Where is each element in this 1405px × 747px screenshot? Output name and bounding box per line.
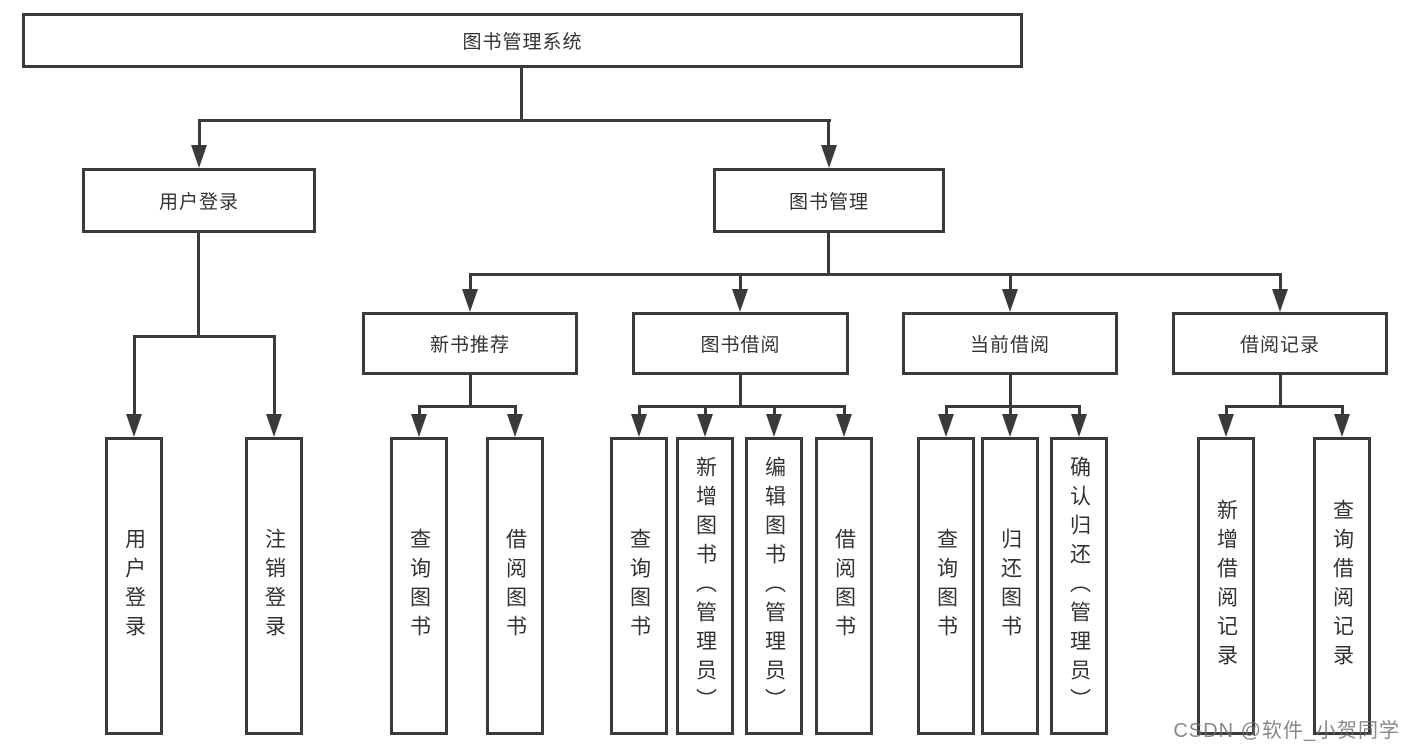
connector-line [197,233,200,335]
leaf-query-books-borrow-label: 查询图书 [627,528,651,644]
arrow-down-icon [126,414,142,437]
arrow-down-icon [266,414,282,437]
node-current-borrow: 当前借阅 [902,312,1118,375]
connector-line [1009,375,1012,405]
connector-line [945,405,1081,408]
leaf-query-books-current-label: 查询图书 [934,528,958,644]
arrow-down-icon [1334,414,1350,437]
node-root-label: 图书管理系统 [462,32,583,53]
connector-line [945,405,948,418]
leaf-user-login: 用户登录 [105,437,163,735]
node-book-management-label: 图书管理 [788,192,869,213]
leaf-return-book: 归还图书 [981,437,1039,735]
arrow-down-icon [507,414,523,437]
connector-line [1078,405,1081,418]
arrow-down-icon [191,145,207,168]
leaf-query-books-recommend: 查询图书 [390,437,448,735]
arrow-down-icon [1002,414,1018,437]
leaf-query-books-recommend-label: 查询图书 [407,528,431,644]
leaf-edit-book-admin: 编辑图书（管理员） [745,437,803,735]
connector-line [1225,405,1228,418]
connector-line [469,273,472,295]
leaf-edit-book-admin-label: 编辑图书（管理员） [762,455,786,717]
arrow-down-icon [697,414,713,437]
connector-line [198,119,831,122]
leaf-user-login-label: 用户登录 [122,528,146,644]
leaf-add-borrow-record: 新增借阅记录 [1197,437,1255,735]
connector-line [1279,273,1282,295]
node-borrow-records: 借阅记录 [1172,312,1388,375]
node-book-borrow: 图书借阅 [632,312,849,375]
arrow-down-icon [732,289,748,312]
connector-line [773,405,776,418]
node-borrow-records-label: 借阅记录 [1239,335,1320,356]
connector-line [520,68,523,119]
connector-line [1009,273,1012,295]
node-new-book-recommend-label: 新书推荐 [429,335,510,356]
leaf-add-borrow-record-label: 新增借阅记录 [1214,499,1238,673]
node-book-management: 图书管理 [713,168,945,233]
connector-line [418,405,517,408]
node-current-borrow-label: 当前借阅 [969,335,1050,356]
node-new-book-recommend: 新书推荐 [362,312,578,375]
connector-line [133,335,276,338]
connector-line [469,375,472,405]
connector-line [469,273,1282,276]
leaf-query-borrow-record-label: 查询借阅记录 [1330,499,1354,673]
leaf-borrow-books-recommend: 借阅图书 [486,437,544,735]
connector-line [704,405,707,418]
leaf-add-book-admin: 新增图书（管理员） [676,437,734,735]
connector-line [739,375,742,405]
leaf-confirm-return-admin: 确认归还（管理员） [1050,437,1108,735]
connector-line [827,233,830,273]
arrow-down-icon [766,414,782,437]
node-book-borrow-label: 图书借阅 [700,335,781,356]
arrow-down-icon [1272,289,1288,312]
arrow-down-icon [462,289,478,312]
connector-line [843,405,846,418]
connector-line [273,335,276,419]
arrow-down-icon [938,414,954,437]
arrow-down-icon [1002,289,1018,312]
connector-line [1009,405,1012,418]
connector-line [827,119,830,149]
connector-line [739,273,742,295]
node-user-login-label: 用户登录 [158,192,239,213]
leaf-borrow-books-label: 借阅图书 [832,528,856,644]
connector-line [1225,405,1344,408]
connector-line [514,405,517,418]
leaf-logout-label: 注销登录 [262,528,286,644]
arrow-down-icon [836,414,852,437]
leaf-confirm-return-admin-label: 确认归还（管理员） [1067,455,1091,717]
leaf-query-borrow-record: 查询借阅记录 [1313,437,1371,735]
connector-line [1279,375,1282,405]
leaf-query-books-current: 查询图书 [917,437,975,735]
csdn-watermark: CSDN @软件_小贺同学 [1173,720,1400,742]
leaf-borrow-books-recommend-label: 借阅图书 [503,528,527,644]
arrow-down-icon [821,145,837,168]
leaf-add-book-admin-label: 新增图书（管理员） [693,455,717,717]
leaf-return-book-label: 归还图书 [998,528,1022,644]
arrow-down-icon [1218,414,1234,437]
arrow-down-icon [1071,414,1087,437]
node-root: 图书管理系统 [22,13,1023,68]
arrow-down-icon [631,414,647,437]
node-user-login: 用户登录 [82,168,316,233]
arrow-down-icon [411,414,427,437]
connector-line [198,119,201,149]
connector-line [1341,405,1344,418]
connector-line [133,335,136,419]
leaf-query-books-borrow: 查询图书 [610,437,668,735]
connector-line [638,405,641,418]
connector-line [418,405,421,418]
leaf-borrow-books: 借阅图书 [815,437,873,735]
connector-line [638,405,846,408]
leaf-logout: 注销登录 [245,437,303,735]
